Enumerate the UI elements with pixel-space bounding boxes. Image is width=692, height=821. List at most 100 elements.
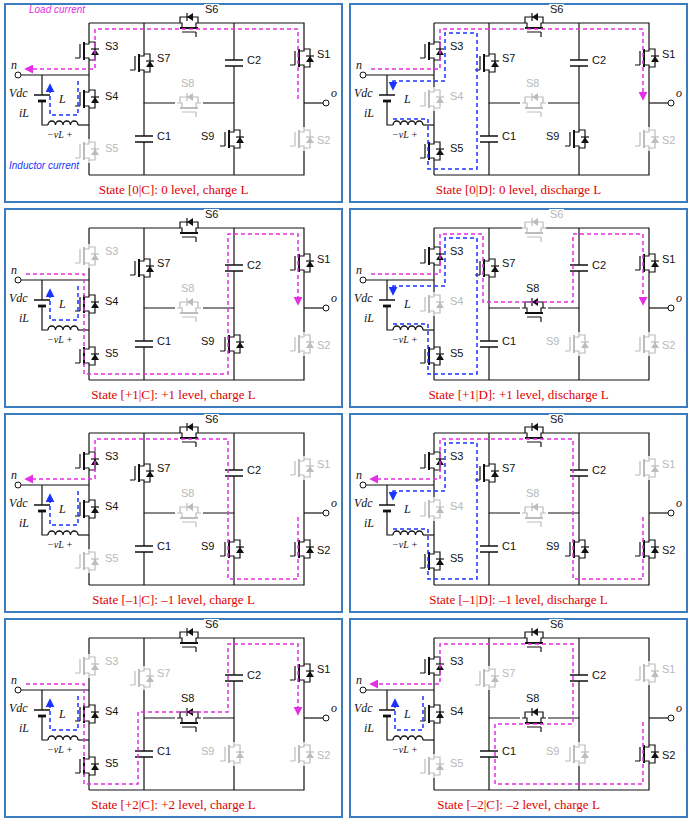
state-caption: State [+2|C]: +2 level, charge L — [6, 798, 341, 813]
wire — [434, 561, 649, 585]
channel — [83, 90, 85, 108]
diode-triangle — [187, 423, 193, 431]
wire — [649, 717, 668, 718]
capacitor-symbol — [135, 546, 153, 552]
wire — [546, 228, 649, 251]
inductor-symbol — [393, 326, 423, 330]
terminal-n — [360, 72, 366, 78]
state-panel: State [+2|C]: +2 level, charge L — [4, 618, 343, 818]
switch-label: S8 — [525, 78, 540, 89]
mosfet-symbol — [420, 549, 444, 573]
gate — [182, 317, 196, 322]
diode-triangle — [651, 342, 659, 348]
channel — [298, 335, 300, 353]
diode-triangle — [306, 56, 314, 62]
channel — [228, 745, 230, 763]
channel — [643, 459, 645, 477]
diode-bar — [91, 711, 99, 712]
switch-label: S6 — [549, 4, 564, 15]
wire — [88, 573, 89, 585]
voltage-label: −vL + — [46, 745, 74, 755]
current-label: iL — [18, 107, 30, 119]
gate — [182, 237, 196, 242]
gate — [527, 522, 541, 527]
channel — [83, 552, 85, 570]
wire — [303, 275, 304, 332]
mosfet-symbol — [130, 666, 154, 690]
diode-triangle — [532, 503, 538, 511]
circuit — [360, 423, 674, 585]
switch-label: S5 — [449, 758, 464, 769]
mosfet-symbol — [130, 256, 154, 280]
wire — [143, 228, 144, 256]
channel — [573, 745, 575, 763]
capacitor-label: C1 — [156, 746, 172, 757]
gate — [182, 522, 196, 527]
diode-bar — [651, 341, 659, 342]
gate — [420, 502, 425, 516]
channel — [180, 232, 198, 234]
switch-label: S8 — [180, 78, 195, 89]
switch-label: S4 — [104, 91, 119, 102]
inductor-label: L — [58, 298, 67, 310]
channel — [428, 452, 430, 470]
capacitor-label: C1 — [156, 336, 172, 347]
battery-short-plate — [38, 510, 46, 513]
load-current-path — [26, 644, 298, 784]
diode-bar — [491, 470, 499, 471]
diode-triangle — [146, 471, 154, 477]
wire — [203, 718, 234, 742]
capacitor-label: C1 — [501, 336, 517, 347]
diode-bar — [186, 13, 187, 21]
switch-label: S8 — [180, 283, 195, 294]
gate — [420, 659, 425, 673]
switch-label: S5 — [449, 143, 464, 154]
wire — [489, 485, 520, 513]
diode-bar — [91, 96, 99, 97]
diode-bar — [531, 423, 532, 431]
terminal-label: n — [10, 469, 18, 481]
diode-bar — [146, 265, 154, 266]
wire — [42, 306, 48, 330]
switch-label: S3 — [104, 246, 119, 257]
state-caption: State [0|C]: 0 level, charge L — [6, 183, 341, 198]
wire — [649, 102, 668, 103]
wire — [578, 66, 579, 103]
terminal-n — [360, 277, 366, 283]
capacitor-symbol — [225, 60, 243, 66]
switch-label: S3 — [104, 41, 119, 52]
gate — [130, 261, 135, 275]
voltage-label: −vL + — [391, 540, 419, 550]
wire — [78, 124, 89, 125]
wire — [387, 306, 393, 330]
diode-triangle — [91, 354, 99, 360]
diode-bar — [306, 55, 314, 56]
channel — [138, 259, 140, 277]
wire — [434, 637, 522, 638]
circuit — [360, 628, 674, 790]
gate — [635, 51, 640, 65]
capacitor-symbol — [480, 546, 498, 552]
battery-long-plate — [34, 504, 50, 506]
switch-label: S1 — [316, 254, 331, 265]
capacitor-plates — [480, 546, 498, 552]
switch-label: S6 — [204, 209, 219, 220]
switch-label: S5 — [449, 348, 464, 359]
voltage-label: −vL + — [391, 745, 419, 755]
gate — [635, 132, 640, 146]
terminal-label: o — [675, 497, 683, 509]
diode-bar — [91, 253, 99, 254]
gate — [130, 466, 135, 480]
terminal-n — [15, 687, 21, 693]
current-label: iL — [18, 517, 30, 529]
switch-label: S7 — [501, 258, 516, 269]
diode-bar — [91, 458, 99, 459]
diode-triangle — [306, 671, 314, 677]
wire — [41, 75, 42, 95]
wire — [433, 228, 434, 244]
wire — [578, 151, 579, 175]
gate — [290, 542, 295, 556]
inductor-current-path — [50, 696, 78, 730]
switch-label: S7 — [156, 53, 171, 64]
diode-triangle — [651, 752, 659, 758]
